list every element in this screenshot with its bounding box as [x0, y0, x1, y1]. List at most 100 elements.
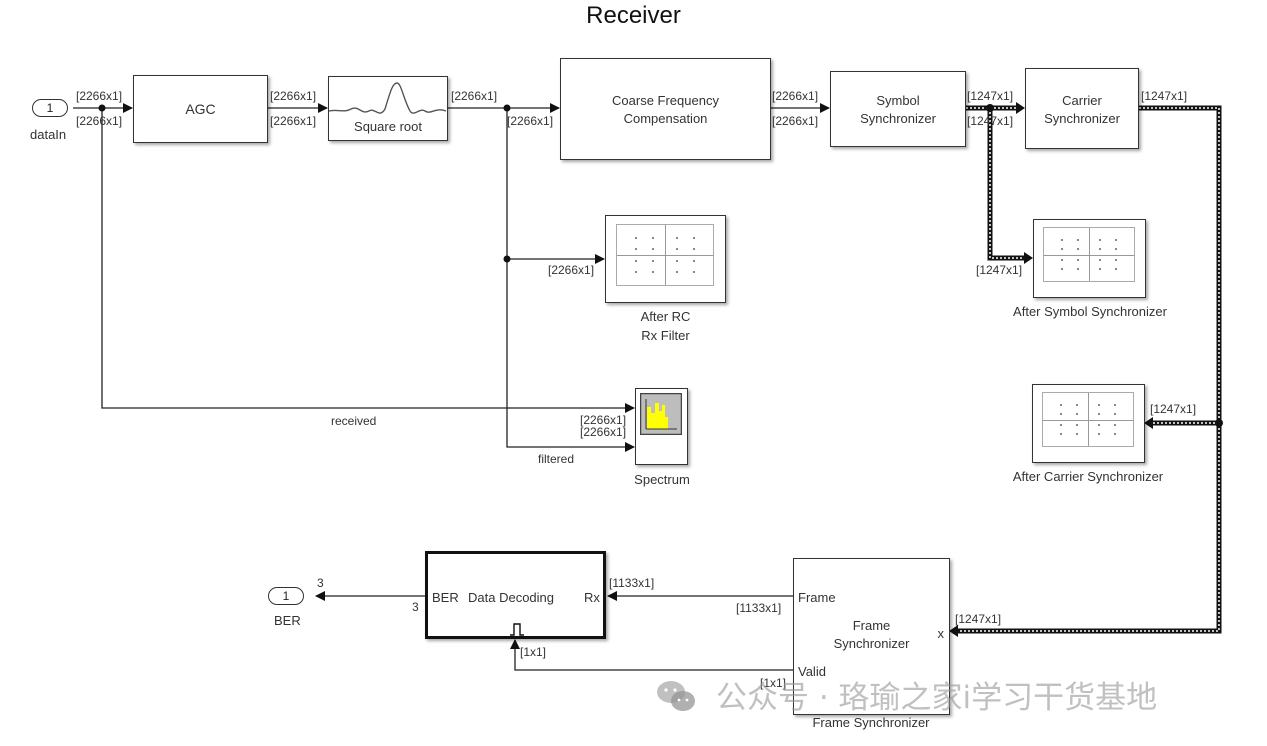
junction-dot: [503, 255, 511, 263]
constellation-point: [1076, 423, 1079, 426]
constellation-point: [1077, 248, 1080, 251]
constellation-point: [1076, 413, 1079, 416]
wire-filtered: [506, 108, 635, 452]
valid-port-label: Valid: [798, 664, 826, 679]
scope-after-rc-block[interactable]: [605, 215, 726, 303]
constellation-point: [1098, 268, 1101, 271]
dim-label: [1x1]: [760, 676, 787, 690]
coarse-freq-comp-block[interactable]: Coarse Frequency Compensation: [560, 58, 771, 160]
carsync-line1: Carrier: [1062, 93, 1102, 108]
agc-block[interactable]: AGC: [133, 75, 268, 143]
dim-label: [2266x1]: [772, 114, 819, 128]
symsync-line2: Synchronizer: [860, 111, 936, 126]
data-decoding-block[interactable]: BER Data Decoding Rx: [425, 551, 606, 639]
constellation-point: [1076, 433, 1079, 436]
dim-label: [2266x1]: [548, 263, 595, 277]
width-label: 3: [317, 576, 324, 590]
dim-label: [2266x1]: [507, 114, 554, 128]
constellation-point: [1097, 423, 1100, 426]
signal-name-received: received: [331, 414, 377, 428]
sqrt-filter-block[interactable]: Square root: [328, 76, 448, 141]
constellation-point: [1077, 268, 1080, 271]
constellation-point: [1114, 433, 1116, 436]
constellation-point: [1098, 248, 1101, 251]
constellation-point: [1061, 268, 1063, 271]
dim-label: [2266x1]: [270, 89, 317, 103]
dim-label: [1247x1]: [955, 612, 1002, 626]
constellation-point: [1115, 268, 1117, 271]
constellation-point: [1077, 238, 1080, 241]
constellation-point: [1098, 258, 1101, 261]
frame-sync-block[interactable]: Frame Frame Synchronizer x Valid: [793, 558, 950, 715]
cfc-label-line2: Compensation: [623, 111, 708, 126]
dim-label: [1133x1]: [736, 601, 782, 615]
constellation-point: [635, 270, 638, 273]
symsync-line1: Symbol: [876, 93, 920, 108]
inport-number: 1: [46, 101, 54, 115]
scope-after-carrier-block[interactable]: [1032, 384, 1145, 463]
dim-label: [1x1]: [520, 645, 547, 659]
constellation-point: [635, 260, 638, 262]
constellation-point: [1098, 238, 1101, 241]
constellation-point: [1097, 403, 1100, 406]
spectrum-icon: [640, 393, 682, 435]
dim-label: [2266x1]: [451, 89, 498, 103]
constellation-point: [692, 237, 695, 240]
dim-label: [2266x1]: [580, 413, 627, 427]
constellation-point: [675, 248, 678, 250]
agc-label: AGC: [185, 101, 216, 117]
symbol-sync-block[interactable]: Symbol Synchronizer: [830, 71, 966, 147]
constellation-point: [635, 237, 638, 240]
dim-label: [1247x1]: [1141, 89, 1188, 103]
constellation-point: [692, 248, 695, 250]
cfc-label-line1: Coarse Frequency: [612, 93, 719, 108]
scope-rc-label-line1: After RC: [640, 309, 691, 324]
scope-sym-label: After Symbol Synchronizer: [1013, 304, 1167, 319]
constellation-point: [652, 270, 655, 273]
junction-dot: [503, 104, 511, 112]
carrier-sync-block[interactable]: Carrier Synchronizer: [1025, 68, 1139, 149]
constellation-grid-icon: [616, 224, 714, 286]
framesync-line1: Frame: [852, 618, 891, 633]
dim-label: [1247x1]: [1150, 402, 1197, 416]
constellation-point: [692, 270, 695, 273]
frame-port-label: Frame: [798, 590, 836, 605]
wechat-icon: [657, 681, 695, 711]
constellation-point: [1097, 413, 1100, 416]
constellation-point: [675, 237, 678, 240]
constellation-point: [1114, 403, 1116, 406]
junction-dot: [986, 104, 994, 112]
constellation-point: [675, 260, 678, 262]
constellation-point: [1061, 258, 1063, 261]
dim-label: [1247x1]: [967, 114, 1014, 128]
dim-label: [1133x1]: [609, 576, 655, 590]
constellation-point: [1060, 423, 1062, 426]
wire-received: [101, 108, 635, 413]
constellation-point: [1060, 433, 1062, 436]
constellation-point: [1076, 403, 1079, 406]
dim-label: [2266x1]: [580, 425, 627, 439]
constellation-point: [652, 260, 655, 262]
rx-port-label: Rx: [584, 590, 600, 605]
constellation-point: [1097, 433, 1100, 436]
constellation-point: [1077, 258, 1080, 261]
constellation-point: [1061, 238, 1063, 241]
constellation-point: [652, 237, 655, 240]
dim-label: [2266x1]: [772, 89, 819, 103]
trigger-pulse-icon: [510, 623, 524, 636]
constellation-point: [1060, 403, 1062, 406]
dim-label: [1247x1]: [967, 89, 1014, 103]
carsync-line2: Synchronizer: [1044, 111, 1120, 126]
dim-label: [2266x1]: [270, 114, 317, 128]
outport-ber[interactable]: 1: [268, 587, 304, 605]
inport-datain[interactable]: 1: [32, 99, 68, 117]
sqrt-label: Square root: [354, 119, 422, 134]
diagram-title: Receiver: [586, 2, 681, 29]
watermark-text: 公众号 · 珞瑜之家i学习干货基地: [716, 680, 1158, 716]
spectrum-analyzer-block[interactable]: [635, 388, 688, 465]
ber-port-label: BER: [432, 590, 459, 605]
scope-after-symbol-block[interactable]: [1033, 219, 1146, 298]
dim-label: [2266x1]: [76, 114, 123, 128]
scope-car-label: After Carrier Synchronizer: [1012, 469, 1164, 484]
